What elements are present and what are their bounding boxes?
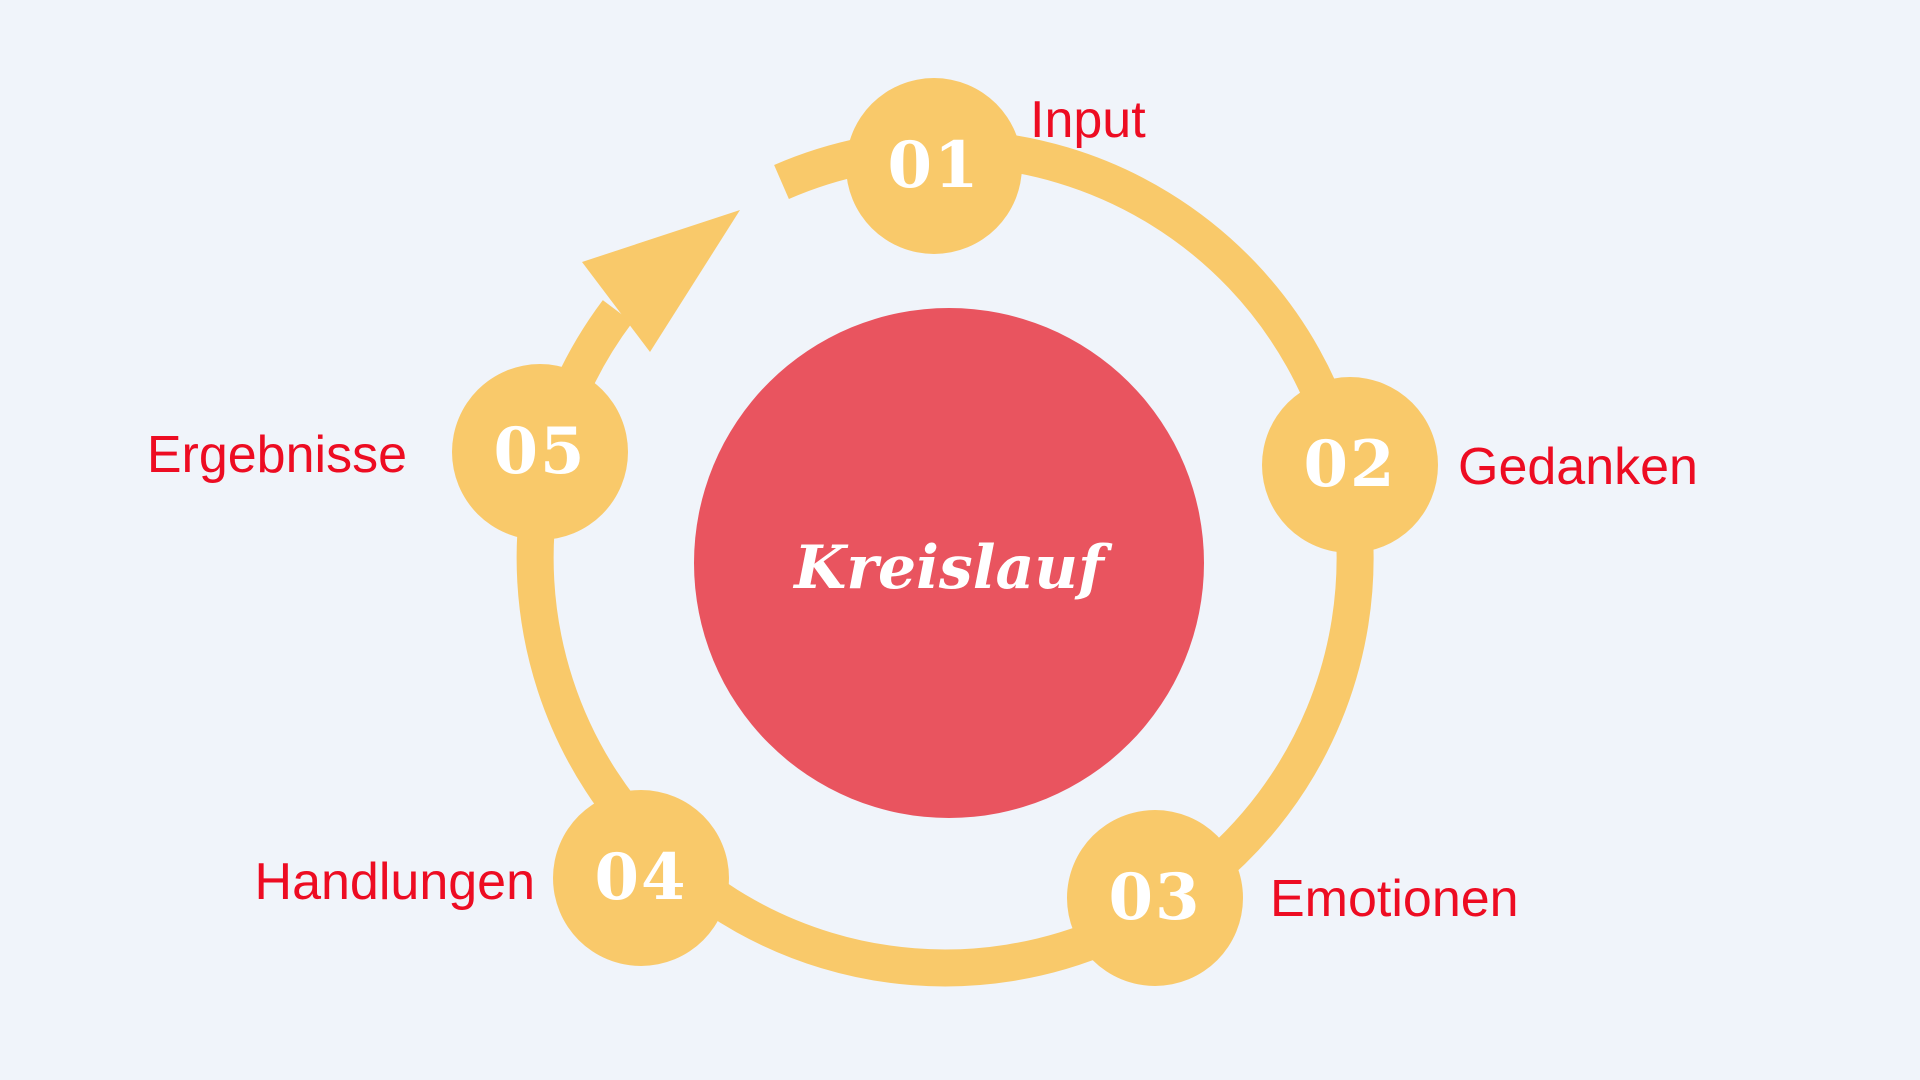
node-label-emotionen: Emotionen [1270, 870, 1519, 928]
node-circle-03 [1067, 810, 1243, 986]
node-circle-05 [452, 364, 628, 540]
node-number-01: 01 [887, 128, 981, 203]
node-circle-01 [846, 78, 1022, 254]
node-number-04: 04 [594, 840, 688, 915]
node-circle-04 [553, 790, 729, 966]
node-label-handlungen: Handlungen [254, 853, 535, 911]
node-number-02: 02 [1303, 427, 1397, 502]
node-label-ergebnisse: Ergebnisse [146, 426, 407, 484]
diagram-title: Kreislauf [794, 533, 1104, 603]
node-circle-02 [1262, 377, 1438, 553]
node-label-input: Input [1030, 91, 1146, 149]
node-label-gedanken: Gedanken [1458, 438, 1698, 496]
node-number-03: 03 [1108, 860, 1202, 935]
center-circle [694, 308, 1204, 818]
cycle-arrowhead-icon [582, 210, 740, 352]
node-number-05: 05 [493, 414, 587, 489]
